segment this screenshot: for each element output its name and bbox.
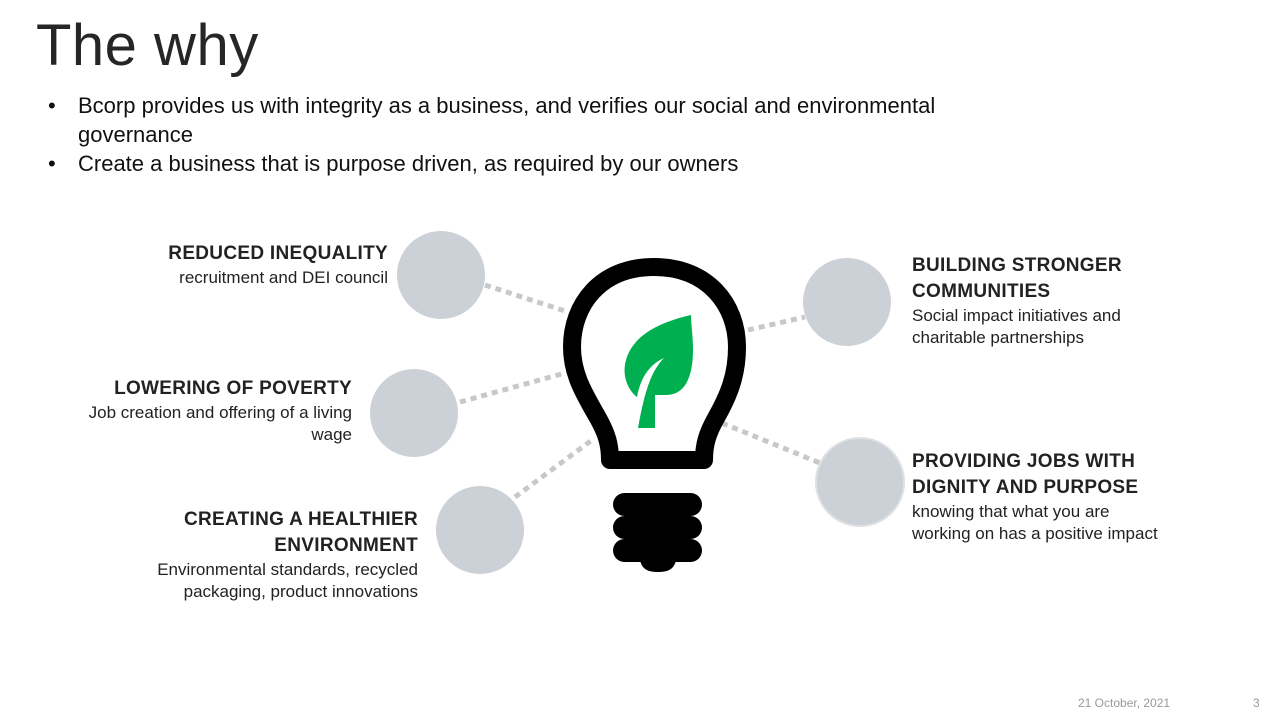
bullet-list: Bcorp provides us with integrity as a bu… <box>48 91 948 178</box>
bullet-item: Bcorp provides us with integrity as a bu… <box>48 91 948 149</box>
connector-line <box>484 282 569 315</box>
circle-marker <box>815 437 905 527</box>
slide-title: The why <box>36 13 259 78</box>
circle-marker <box>436 486 524 574</box>
pillar-lowering-poverty: LOWERING OF POVERTY Job creation and off… <box>62 376 352 446</box>
lightbulb-leaf-icon <box>563 258 746 572</box>
pillar-body: recruitment and DEI council <box>179 268 388 287</box>
pillar-heading: REDUCED INEQUALITY <box>168 243 388 264</box>
circle-marker <box>397 231 485 319</box>
connector-line <box>747 314 806 333</box>
connector-line <box>459 370 566 405</box>
bullet-item: Create a business that is purpose driven… <box>48 149 948 178</box>
pillar-body: Social impact initiatives and charitable… <box>912 306 1121 347</box>
pillar-stronger-communities: BUILDING STRONGER COMMUNITIES Social imp… <box>912 253 1172 349</box>
pillar-healthier-environment: CREATING A HEALTHIER ENVIRONMENT Environ… <box>148 507 418 603</box>
page-number: 3 <box>1253 696 1260 710</box>
pillar-heading: LOWERING OF POVERTY <box>114 378 352 399</box>
pillar-heading: PROVIDING JOBS WITH DIGNITY AND PURPOSE <box>912 451 1139 498</box>
circle-marker <box>370 369 458 457</box>
pillar-jobs-dignity: PROVIDING JOBS WITH DIGNITY AND PURPOSE … <box>912 449 1167 545</box>
pillar-reduced-inequality: REDUCED INEQUALITY recruitment and DEI c… <box>88 241 388 289</box>
pillar-heading: CREATING A HEALTHIER ENVIRONMENT <box>184 509 418 556</box>
footer-date: 21 October, 2021 <box>1078 696 1171 710</box>
connector-line <box>721 420 821 466</box>
connector-line <box>513 437 594 500</box>
pillar-heading: BUILDING STRONGER COMMUNITIES <box>912 255 1122 302</box>
pillar-body: Job creation and offering of a living wa… <box>88 403 352 444</box>
pillar-body: Environmental standards, recycled packag… <box>157 560 418 601</box>
pillar-body: knowing that what you are working on has… <box>912 502 1158 543</box>
circle-marker <box>803 258 891 346</box>
connector-lines <box>459 282 821 500</box>
